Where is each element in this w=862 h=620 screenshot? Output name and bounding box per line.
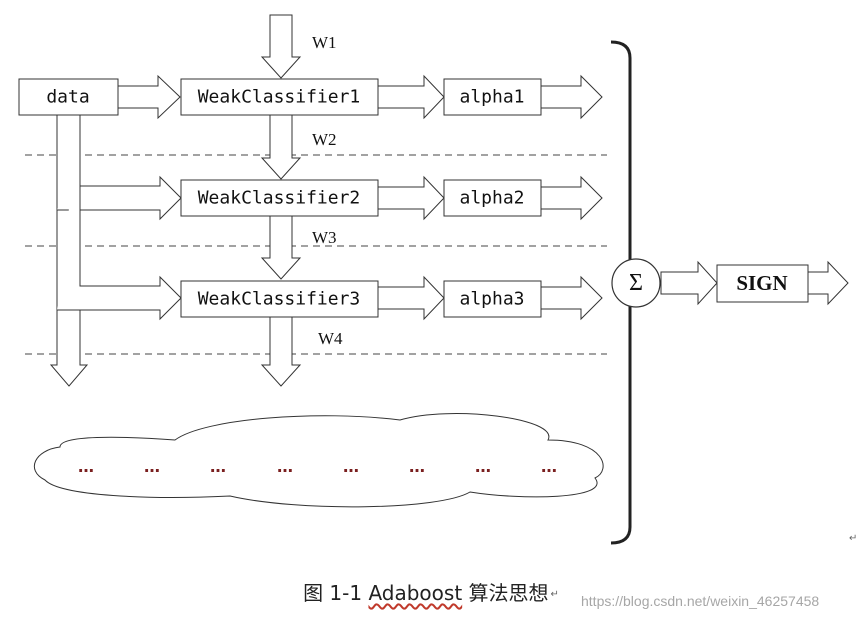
alpha-2-label: alpha2 <box>459 188 524 209</box>
weight-label-w1: W1 <box>312 33 337 52</box>
alpha-1-box <box>443 78 542 116</box>
data-box <box>18 78 119 116</box>
dashed-separators <box>25 154 607 355</box>
watermark-text: https://blog.csdn.net/weixin_46257458 <box>581 593 820 609</box>
alpha1-out-arrow <box>540 74 603 120</box>
alpha-1-label: alpha1 <box>459 87 524 108</box>
data-to-weak1-arrow <box>117 74 181 120</box>
ellipsis-1: … <box>78 457 94 476</box>
alpha3-out-arrow <box>540 275 603 321</box>
data-label: data <box>46 87 89 108</box>
caption-return-mark: ↵ <box>550 589 559 600</box>
ellipsis-3: … <box>210 457 226 476</box>
sign-box <box>716 264 809 303</box>
paragraph-mark-right: ↵ <box>849 533 858 544</box>
weak1-to-alpha1-arrow <box>377 74 445 120</box>
ellipsis-6: … <box>409 457 425 476</box>
sign-label: SIGN <box>736 271 787 295</box>
ellipsis-7: … <box>475 457 491 476</box>
sign-out-arrow <box>807 260 849 306</box>
caption-adaboost: Adaboost <box>368 581 463 605</box>
weight-label-w3: W3 <box>312 228 337 247</box>
figure-caption: 图 1-1 Adaboost 算法思想↵ <box>0 577 862 606</box>
weak3-to-alpha3-arrow <box>377 275 445 321</box>
branch-2-outline <box>57 115 182 221</box>
ellipsis-2: … <box>144 457 160 476</box>
weak-classifier-3-label: WeakClassifier3 <box>198 289 361 310</box>
branch-3-outline <box>57 115 182 321</box>
sigma-circle <box>611 258 661 308</box>
weak-classifier-2-box <box>180 179 379 217</box>
sigma-symbol: Σ <box>629 270 643 296</box>
w2-down-arrow <box>260 114 302 180</box>
weight-label-w4: W4 <box>318 329 343 348</box>
cloud-shape <box>33 413 604 508</box>
alpha-3-label: alpha3 <box>459 289 524 310</box>
caption-prefix: 图 1-1 <box>303 581 369 605</box>
weak2-to-alpha2-arrow <box>377 175 445 221</box>
w1-down-arrow <box>260 14 302 79</box>
weak-classifier-2-label: WeakClassifier2 <box>198 188 361 209</box>
weak-classifier-1-label: WeakClassifier1 <box>198 87 361 108</box>
data-feed-pipe <box>49 115 182 387</box>
ellipsis-5: … <box>343 457 359 476</box>
alpha-3-box <box>443 280 542 318</box>
weight-label-w2: W2 <box>312 130 337 149</box>
ellipsis-8: … <box>541 457 557 476</box>
w3-down-arrow <box>260 215 302 280</box>
sigma-to-sign-arrow <box>660 260 718 306</box>
w4-down-arrow <box>260 316 302 387</box>
caption-suffix: 算法思想 <box>462 581 549 605</box>
ellipsis-4: … <box>277 457 293 476</box>
weak-classifier-3-box <box>180 280 379 318</box>
alpha-2-box <box>443 179 542 217</box>
weak-classifier-1-box <box>180 78 379 116</box>
alpha2-out-arrow <box>540 175 603 221</box>
